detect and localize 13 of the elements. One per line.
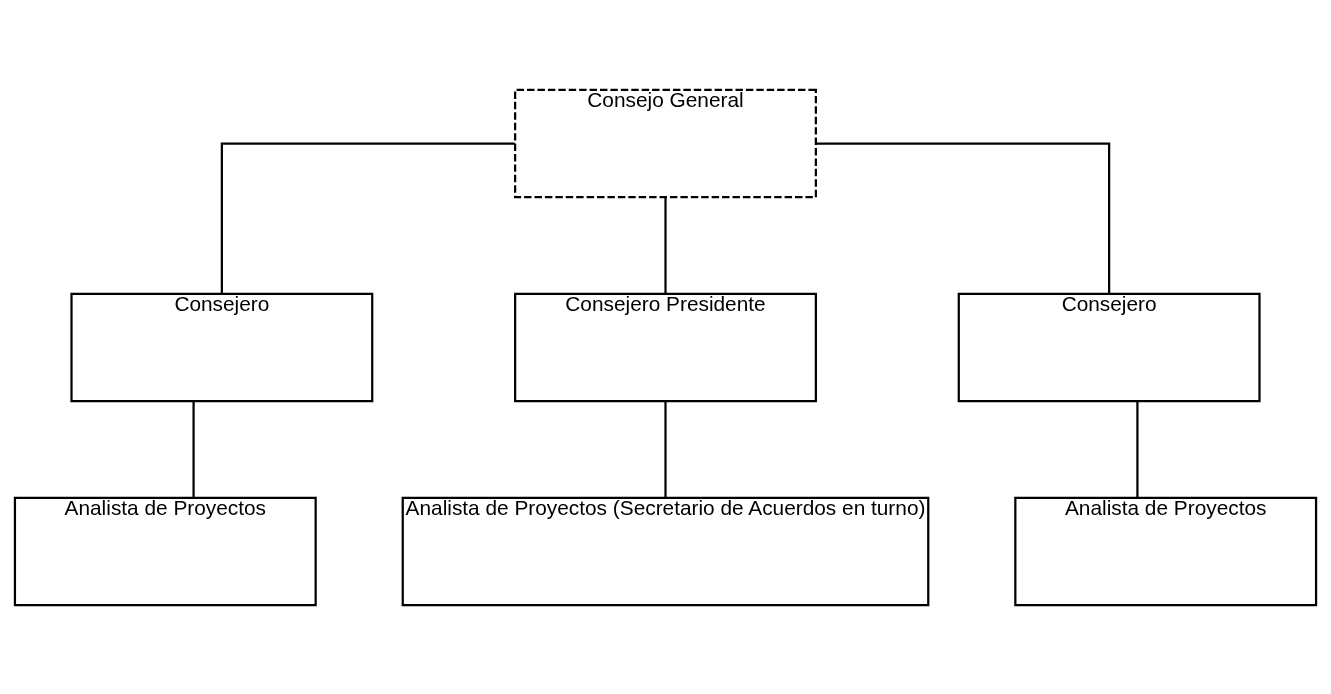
connector [664,401,667,498]
connector [192,401,195,498]
connector [664,197,667,294]
connector [1136,401,1139,498]
node-box: Consejero [70,292,374,402]
node-box: Analista de Proyectos [1014,496,1318,606]
node-box: Analista de Proyectos [13,496,317,606]
node-box: Consejero Presidente [514,292,817,402]
node-box: Consejero [957,292,1261,402]
node-box: Analista de Proyectos (Secretario de Acuerdos en turno) [401,496,930,606]
node-box: Consejo General [514,88,817,198]
connector [220,141,515,293]
connector [816,141,1111,293]
